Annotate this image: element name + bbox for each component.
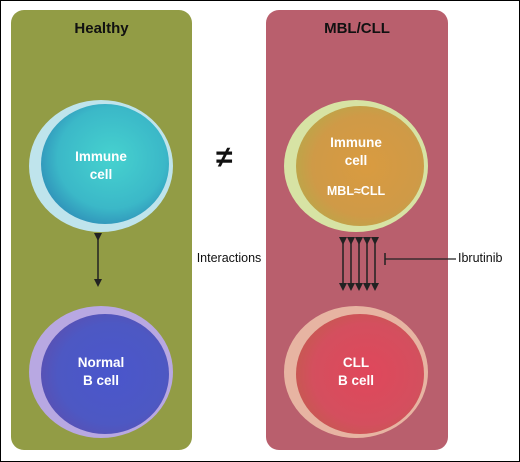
immune-cell-healthy-label: Immune cell xyxy=(75,148,127,184)
cll-b-cell: CLL B cell xyxy=(280,302,432,442)
cll-interaction-arrows xyxy=(339,237,379,291)
immune-cell-healthy: Immune cell xyxy=(25,96,177,236)
immune-cell-cll-sublabel: MBL≈CLL xyxy=(326,184,386,198)
immune-cell-healthy-line2: cell xyxy=(89,167,113,182)
cll-b-cell-line1: CLL xyxy=(342,355,370,370)
immune-cell-cll-line1: Immune xyxy=(330,135,382,150)
healthy-panel-title: Healthy xyxy=(74,20,129,37)
immune-cell-cll: Immune cell MBL≈CLL xyxy=(280,96,432,236)
cll-panel-title: MBL/CLL xyxy=(324,20,390,37)
interactions-label: Interactions xyxy=(196,251,262,265)
cll-b-cell-line2: B cell xyxy=(337,373,375,388)
ibrutinib-label: Ibrutinib xyxy=(458,251,503,265)
cll-b-cell-label: CLL B cell xyxy=(338,354,374,390)
immune-cell-cll-label: Immune cell xyxy=(330,134,382,170)
cll-panel: MBL/CLL Immune cell MBL≈CLL xyxy=(266,10,448,450)
normal-b-cell-label: Normal B cell xyxy=(78,354,125,390)
normal-b-cell-line2: B cell xyxy=(82,373,119,388)
immune-cell-cll-line2: cell xyxy=(344,153,368,168)
immune-cell-healthy-line1: Immune xyxy=(75,149,127,164)
ibrutinib-inhibition-line xyxy=(384,253,456,265)
healthy-panel: Healthy Immune cell xyxy=(11,10,192,450)
normal-b-cell: Normal B cell xyxy=(25,302,177,442)
normal-b-cell-line1: Normal xyxy=(77,355,125,370)
not-equal-symbol: ≠ xyxy=(216,141,233,174)
